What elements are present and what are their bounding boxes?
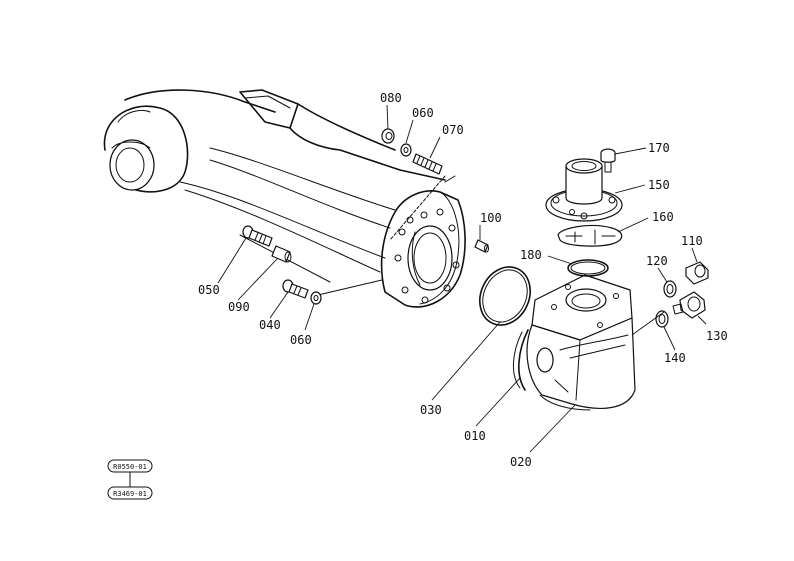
part-140-washer [655,310,669,328]
reference-badges: R0550-01 R3469-01 [107,459,153,500]
callout-010: 010 [464,429,486,443]
callout-060-top: 060 [412,106,434,120]
leader-lines [217,104,707,453]
part-070-stud [412,153,443,175]
part-040-bolt [282,279,309,299]
callout-labels: 080 060 070 100 050 090 040 060 030 010 … [198,91,728,469]
callout-120: 120 [646,254,668,268]
callout-180: 180 [520,248,542,262]
callout-080: 080 [380,91,402,105]
callout-070: 070 [442,123,464,137]
reference-badge-bottom [107,486,153,500]
part-100-pin [474,239,489,253]
part-010-gasket [513,329,529,391]
axle-flange [380,190,466,308]
callout-170: 170 [648,141,670,155]
reference-code-top: R0550-01 [113,463,147,471]
callout-050: 050 [198,283,220,297]
part-150-kingpin-cap [545,158,623,222]
reference-code-bottom: R3469-01 [113,490,147,498]
part-170-grease-nipple [600,148,616,173]
part-050-bolt [242,225,273,247]
part-160-shim [557,224,623,247]
callout-020: 020 [510,455,532,469]
callout-090: 090 [228,300,250,314]
callout-130: 130 [706,329,728,343]
part-060-washer-top [400,143,412,157]
callout-140: 140 [664,351,686,365]
callout-100: 100 [480,211,502,225]
part-090-collar [271,245,292,263]
flange-bolt-holes [394,208,460,304]
part-080-nut [381,128,395,144]
part-060-washer-bottom [310,291,322,305]
part-130-plug [672,291,706,319]
callout-160: 160 [652,210,674,224]
part-180-o-ring [567,259,609,277]
callout-110: 110 [681,234,703,248]
part-030-o-ring [479,266,531,326]
callout-040: 040 [259,318,281,332]
part-020-knuckle-case [526,274,636,411]
callout-030: 030 [420,403,442,417]
part-120-washer [663,280,677,298]
callout-150: 150 [648,178,670,192]
axle-housing [103,89,456,296]
part-110-plug [685,261,709,285]
callout-060-bottom: 060 [290,333,312,347]
